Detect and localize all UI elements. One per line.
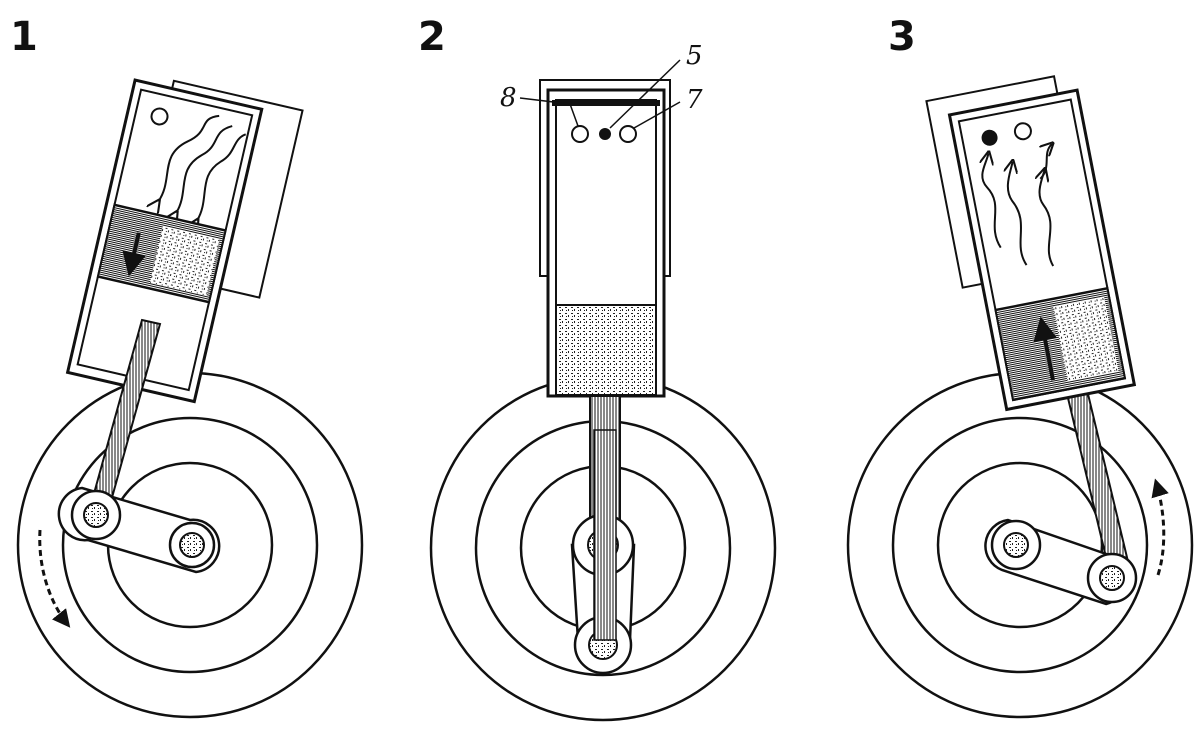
port-8	[571, 125, 589, 143]
panel-1: 1	[10, 14, 364, 719]
intake-flow-arrows-1	[156, 114, 247, 227]
panel-number-2: 2	[418, 14, 446, 60]
port-dark-3	[981, 129, 998, 146]
rotation-arrow-1	[38, 529, 71, 628]
port-1	[150, 107, 169, 126]
rotation-arrow-3	[1151, 478, 1169, 576]
label-8: 8	[500, 83, 517, 113]
label-5: 5	[686, 41, 703, 71]
port-5	[599, 128, 611, 140]
label-7: 7	[686, 85, 703, 115]
crank-1	[57, 486, 221, 574]
cylinder-3	[925, 75, 1137, 412]
port-7	[619, 125, 637, 143]
crank-2	[570, 429, 636, 675]
cylinder-2	[539, 79, 671, 398]
panel-number-1: 1	[10, 14, 38, 60]
callouts-2	[519, 59, 681, 129]
crank-3	[984, 518, 1138, 606]
down-arrow	[122, 232, 146, 277]
panel-2: 2 8 5 7	[418, 14, 777, 722]
panel-3: 3	[846, 14, 1194, 719]
cylinder-1	[65, 78, 304, 404]
port-open-3	[1013, 122, 1032, 141]
panel-number-3: 3	[888, 14, 916, 60]
exhaust-flow-arrows-3	[978, 141, 1075, 267]
piston-2	[555, 304, 657, 396]
up-arrow	[1033, 316, 1057, 381]
